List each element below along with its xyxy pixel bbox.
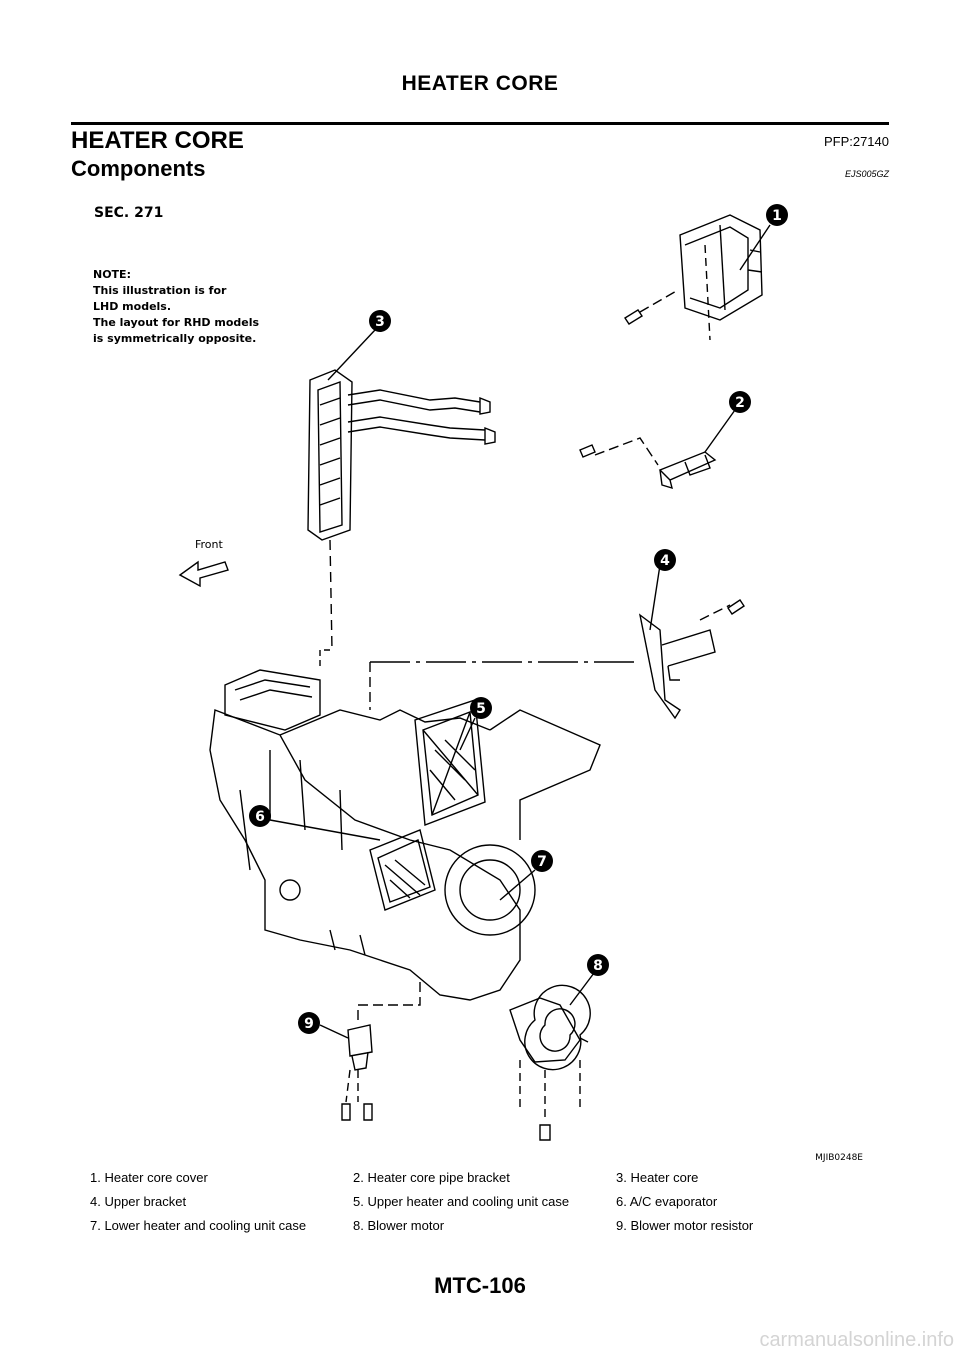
callout-1: 1 [766, 204, 788, 226]
page-number: MTC-106 [434, 1273, 526, 1298]
callout-7-label: 7 [537, 854, 547, 870]
heater-cooling-unit-drawing [209, 669, 601, 1001]
front-direction-arrow [178, 560, 229, 588]
callout-6-label: 6 [255, 809, 265, 825]
watermark: carmanualsonline.info [759, 1329, 954, 1351]
legend-item: 8. Blower motor [353, 1217, 445, 1233]
callout-3-label: 3 [375, 314, 385, 330]
heater-core-cover-drawing [624, 214, 763, 341]
legend-item: 2. Heater core pipe bracket [353, 1169, 510, 1185]
components-legend: 1. Heater core cover 2. Heater core pipe… [90, 1165, 880, 1237]
legend-item: 7. Lower heater and cooling unit case [90, 1217, 307, 1233]
callout-markers: 1 2 3 4 5 6 7 8 9 [249, 204, 788, 1034]
callout-9: 9 [298, 1012, 320, 1034]
legend-item: 5. Upper heater and cooling unit case [353, 1193, 570, 1209]
callout-8-label: 8 [593, 958, 603, 974]
callout-2-label: 2 [735, 395, 745, 411]
callout-4-label: 4 [660, 553, 670, 569]
callout-5: 5 [470, 697, 492, 719]
upper-bracket-drawing [369, 599, 745, 720]
section-code: PFP:27140 [823, 134, 889, 149]
legend-item: 4. Upper bracket [90, 1193, 187, 1209]
note-line: NOTE: [93, 268, 131, 281]
legend-row: 4. Upper bracket 5. Upper heater and coo… [90, 1189, 880, 1213]
heater-core-drawing [307, 369, 496, 670]
sec-label: SEC. 271 [94, 205, 163, 221]
legend-row: 7. Lower heater and cooling unit case 8.… [90, 1213, 880, 1237]
legend-row: 1. Heater core cover 2. Heater core pipe… [90, 1165, 880, 1189]
illustration-note: NOTE: This illustration is for LHD model… [93, 268, 259, 345]
callout-7: 7 [531, 850, 553, 872]
subsection-title: Components [71, 156, 206, 181]
title-rule [71, 122, 889, 125]
legend-item: 6. A/C evaporator [616, 1193, 718, 1209]
front-label: Front [195, 538, 224, 551]
legend-item: 3. Heater core [616, 1169, 699, 1185]
callout-6: 6 [249, 805, 271, 827]
legend-item: 1. Heater core cover [90, 1169, 208, 1185]
callout-leader-lines [269, 224, 771, 1039]
callout-2: 2 [729, 391, 751, 413]
subsection-code: EJS005GZ [844, 169, 889, 179]
figure-id: MJIB0248E [815, 1153, 863, 1163]
running-title: HEATER CORE [401, 72, 559, 95]
blower-motor-drawing [509, 984, 591, 1141]
note-line: LHD models. [93, 300, 171, 313]
callout-4: 4 [654, 549, 676, 571]
heater-core-pipe-bracket-drawing [579, 437, 717, 490]
note-line: is symmetrically opposite. [93, 332, 256, 345]
legend-item: 9. Blower motor resistor [616, 1217, 754, 1233]
callout-5-label: 5 [476, 701, 486, 717]
note-line: The layout for RHD models [93, 316, 259, 329]
callout-9-label: 9 [304, 1016, 314, 1032]
callout-1-label: 1 [772, 208, 782, 224]
section-title: HEATER CORE [71, 127, 244, 154]
callout-3: 3 [369, 310, 391, 332]
note-line: This illustration is for [93, 284, 227, 297]
callout-8: 8 [587, 954, 609, 976]
components-illustration: 1 2 3 4 5 6 7 8 9 SEC. 271 NOTE: This il… [93, 204, 863, 1163]
blower-motor-resistor-drawing [341, 980, 421, 1121]
